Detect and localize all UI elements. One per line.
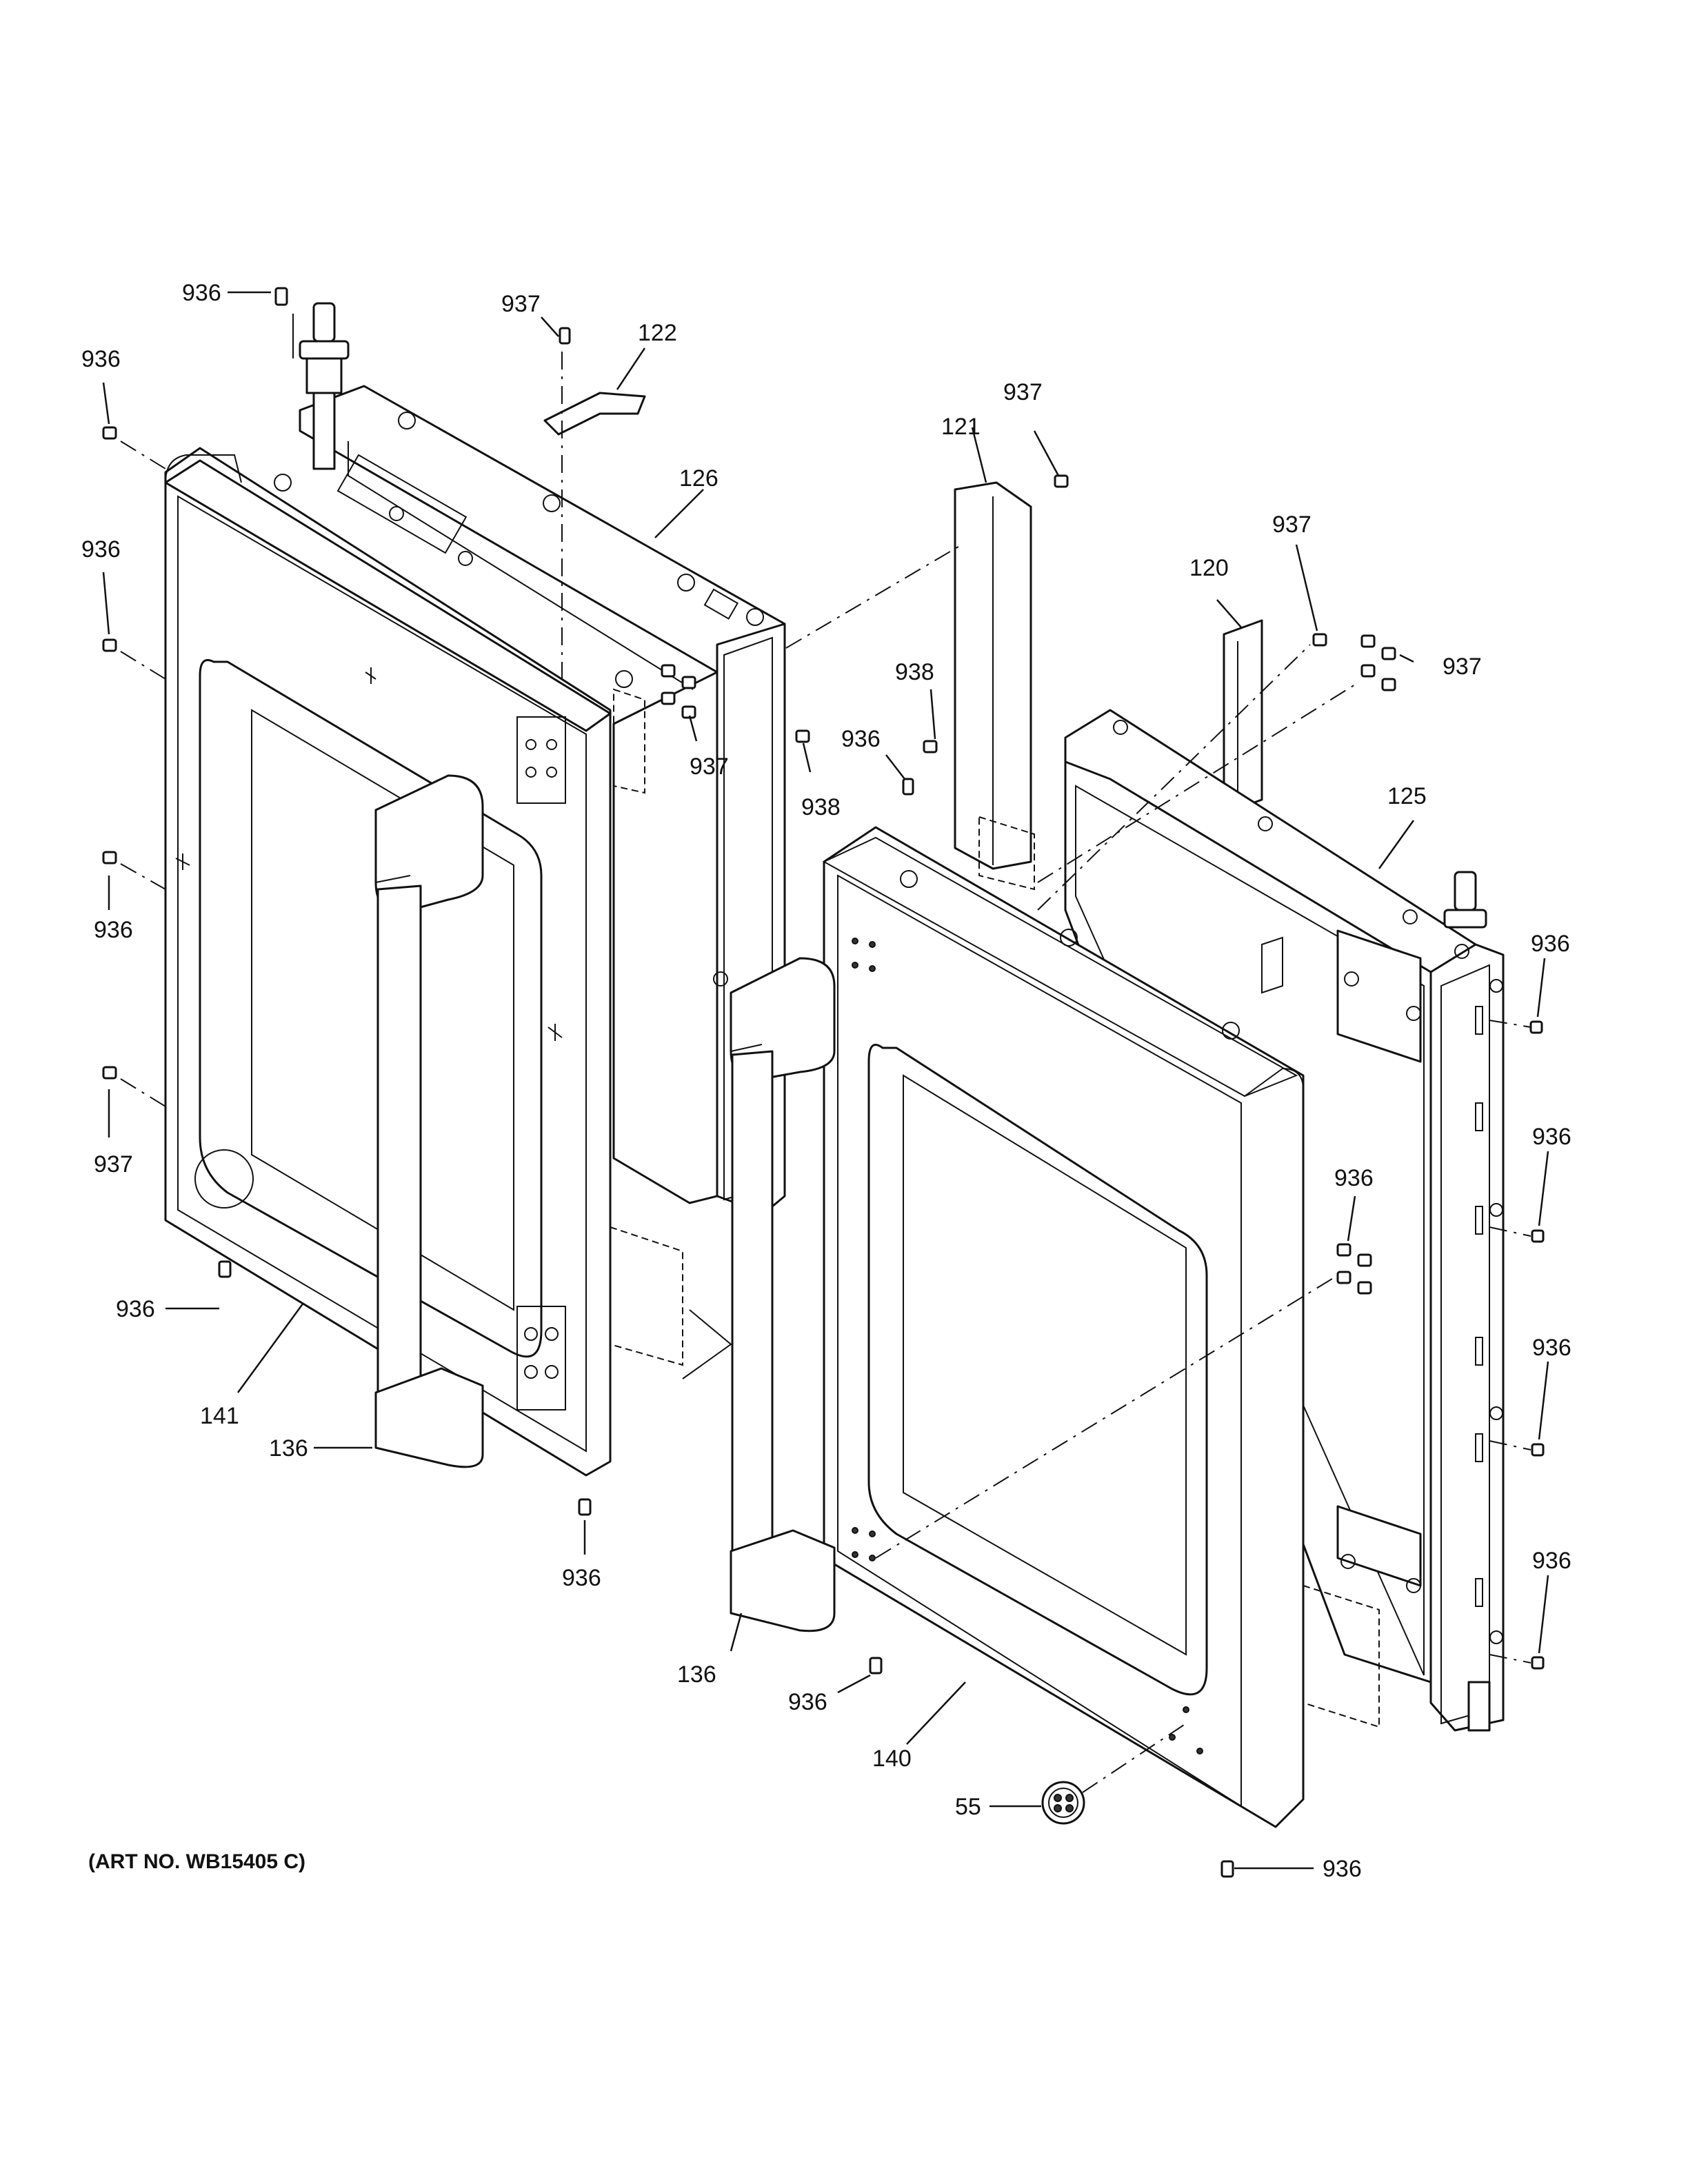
callout-936: 936 [182, 280, 221, 306]
callout-937: 937 [1443, 654, 1482, 680]
callout-936: 936 [562, 1565, 601, 1591]
callout-936: 936 [1532, 1124, 1571, 1150]
callout-136: 136 [677, 1661, 716, 1688]
left-handle-136 [374, 774, 484, 1468]
callout-140: 140 [872, 1746, 912, 1772]
callout-936: 936 [788, 1689, 827, 1715]
callout-936: 936 [1532, 1335, 1571, 1361]
callout-936: 936 [841, 726, 881, 752]
callout-938: 938 [801, 794, 841, 820]
plug-55 [1041, 1781, 1085, 1825]
callout-937: 937 [1003, 379, 1043, 405]
callout-126: 126 [679, 465, 719, 492]
callout-936: 936 [1532, 1548, 1571, 1574]
right-handle-136 [730, 957, 836, 1632]
callout-936: 936 [1323, 1856, 1362, 1882]
callout-936: 937 [94, 1151, 133, 1177]
reference-lines [120, 352, 1531, 1793]
right-outer-door-140 [822, 826, 1305, 1828]
left-hinge-pin [292, 302, 350, 470]
callout-937: 937 [690, 754, 729, 780]
callout-936: 936 [81, 346, 121, 372]
bracket-122 [543, 392, 646, 436]
callout-936: 936 [94, 917, 133, 943]
callout-141: 141 [200, 1403, 239, 1429]
strip-121 [954, 481, 1035, 891]
callout-labels: 936 937 122 936 126 121 937 936 937 120 … [81, 280, 1571, 1882]
callout-938: 938 [895, 659, 934, 685]
art-number: (ART NO. WB15405 C) [88, 1850, 305, 1873]
callout-937: 937 [501, 291, 541, 317]
callout-55: 55 [955, 1794, 981, 1820]
screws [102, 287, 1545, 1878]
callout-125: 125 [1387, 783, 1427, 809]
callout-936: 936 [116, 1296, 155, 1322]
leader-lines [102, 291, 1549, 1870]
callout-136: 136 [269, 1435, 308, 1462]
callout-937: 937 [1272, 512, 1312, 538]
callout-937: 936 [1334, 1165, 1374, 1191]
callout-120: 120 [1189, 555, 1229, 581]
callout-121: 121 [941, 414, 981, 440]
strip-120 [1223, 619, 1263, 815]
callout-122: 122 [638, 320, 677, 346]
callout-936: 936 [1531, 931, 1570, 957]
callout-936: 936 [81, 536, 121, 563]
